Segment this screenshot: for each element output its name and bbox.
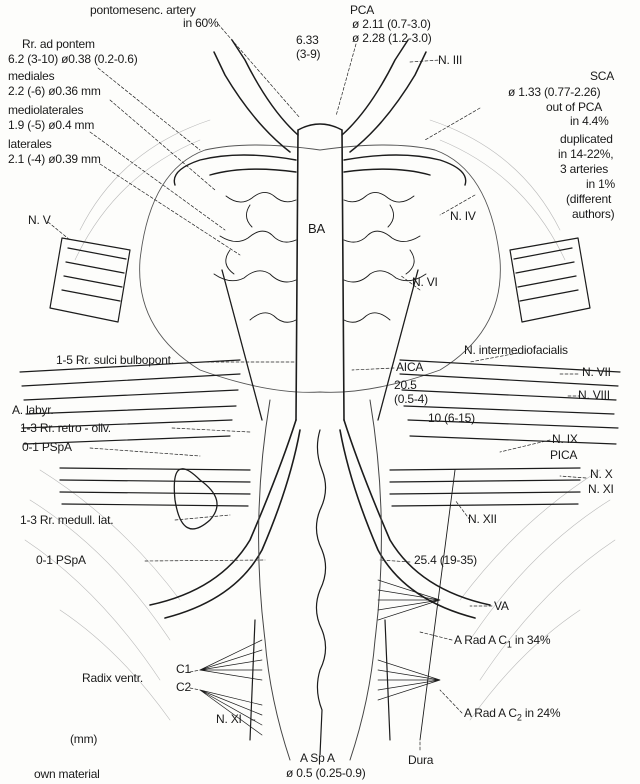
facial-vestibular-nerves-right	[399, 359, 621, 445]
label-a-rad-a-c1: A Rad A C1 in 34%	[454, 633, 551, 651]
vertebral-artery-right	[339, 419, 491, 619]
label-a-rad-a-c2: A Rad A C2 in 24%	[464, 706, 561, 724]
label-radix-ventr: Radix ventr.	[82, 671, 143, 685]
lower-cranial-nerves-left	[59, 467, 251, 507]
label-a-labyr: A. labyr.	[12, 403, 54, 417]
label-pca: PCA	[350, 3, 375, 17]
label-three-arteries-pct: in 1%	[586, 177, 616, 191]
accessory-nerve-left	[249, 619, 256, 741]
anterior-spinal-artery	[315, 429, 327, 756]
pica-loop	[173, 468, 218, 530]
label-rr-ad-pontem-values: 6.2 (3-10) ø0.38 (0.2-0.6)	[8, 52, 138, 66]
label-authors: authors)	[572, 207, 615, 221]
label-rr-sulci-bulbopont: 1-5 Rr. sulci bulbopont.	[56, 353, 174, 367]
label-pontomesencephalic-pct: in 60%	[183, 16, 219, 30]
label-aica-length: 20.5	[394, 378, 417, 392]
label-different: (different	[566, 192, 612, 206]
label-a-rad-a-c1-pct: in 34%	[511, 633, 551, 647]
sca-right	[343, 154, 467, 186]
label-pspa-upper: 0-1 PSpA	[22, 440, 72, 454]
pca-left	[213, 39, 299, 153]
label-pspa-lower: 0-1 PSpA	[36, 553, 86, 567]
abducens-nerve-right	[377, 269, 419, 421]
label-a-rad-a-c2-text: A Rad A C	[464, 706, 517, 720]
label-segment-length: 6.33	[296, 33, 319, 47]
label-n-xi-left: N. XI	[216, 712, 242, 726]
label-a-rad-a-c1-subscript: 1	[506, 639, 512, 650]
label-mediolaterales-values: 1.9 (-5) ø0.4 mm	[8, 118, 95, 132]
label-own-material: own material	[34, 767, 100, 781]
label-a-rad-a-c2-subscript: 2	[516, 712, 522, 723]
trigeminal-nerve-right	[509, 237, 591, 323]
label-a-sp-a: A Sp A	[300, 751, 335, 765]
label-mediales: mediales	[8, 69, 55, 83]
label-n-iv: N. IV	[450, 209, 476, 223]
label-n-ix: N. IX	[552, 432, 578, 446]
label-duplicated-pct: in 14-22%,	[558, 147, 614, 161]
label-a-rad-a-c2-pct: in 24%	[521, 706, 561, 720]
label-n-intermediofacialis: N. intermediofacialis	[464, 343, 568, 357]
label-basilar-artery: BA	[308, 221, 325, 236]
label-rr-medull-lat: 1-3 Rr. medull. lat.	[20, 513, 114, 527]
label-mediales-values: 2.2 (-6) ø0.36 mm	[8, 84, 101, 98]
dura-line	[419, 469, 456, 741]
label-aica: AICA	[396, 360, 424, 374]
trigeminal-nerve-left	[49, 237, 131, 323]
label-three-arteries: 3 arteries	[560, 162, 609, 176]
label-n-xii: N. XII	[468, 512, 497, 526]
label-n-v: N. V	[28, 213, 51, 227]
ventral-roots-left	[199, 639, 263, 736]
label-rr-retro-oliv: 1-3 Rr. retro - oliv.	[20, 421, 111, 435]
label-pca-diameter-1: ø 2.11 (0.7-3.0)	[352, 17, 431, 31]
label-n-viii: N. VIII	[578, 388, 610, 402]
label-sca: SCA	[590, 69, 615, 83]
label-c2: C2	[176, 680, 191, 694]
label-sca-diameter: ø 1.33 (0.77-2.26)	[508, 85, 601, 99]
basilar-artery	[295, 129, 345, 421]
ventral-roots-right	[377, 579, 441, 701]
label-pontomesencephalic-artery: pontomesenc. artery	[90, 3, 196, 17]
label-dura: Dura	[408, 753, 434, 767]
vertebral-artery-left	[149, 419, 301, 619]
pontine-branches	[213, 192, 427, 323]
label-n-vii: N. VII	[582, 365, 611, 379]
label-units-mm: (mm)	[70, 732, 98, 746]
label-mediolaterales: mediolaterales	[8, 103, 84, 117]
label-pica-length: 10 (6-15)	[428, 411, 475, 425]
sca-left	[173, 154, 297, 186]
lower-cranial-nerves-right	[389, 467, 581, 507]
label-sca-origin: out of PCA	[546, 100, 603, 114]
label-sca-origin-pct: in 4.4%	[570, 114, 609, 128]
label-a-sp-a-diameter: ø 0.5 (0.25-0.9)	[286, 766, 366, 780]
label-va-length: 25.4 (19-35)	[414, 553, 477, 567]
leader-lines	[47, 23, 587, 753]
pons-outline	[139, 144, 501, 393]
label-pica: PICA	[550, 448, 578, 462]
label-c1: C1	[176, 662, 191, 676]
medulla-outline	[258, 399, 382, 761]
label-a-rad-a-c1-text: A Rad A C	[454, 633, 507, 647]
background-hatching	[24, 119, 616, 721]
label-n-iii: N. III	[438, 53, 463, 67]
label-laterales-values: 2.1 (-4) ø0.39 mm	[8, 152, 101, 166]
abducens-nerve-left	[221, 269, 263, 421]
facial-vestibular-nerves-left	[19, 359, 241, 445]
label-pca-diameter-2: ø 2.28 (1.2-3.0)	[352, 31, 432, 45]
label-duplicated: duplicated	[560, 132, 613, 146]
label-va: VA	[494, 599, 509, 613]
label-rr-ad-pontem: Rr. ad pontem	[22, 37, 95, 51]
label-n-x: N. X	[590, 467, 613, 481]
label-n-xi-right: N. XI	[588, 482, 614, 496]
accessory-nerve-right	[384, 619, 391, 741]
label-n-vi: N. VI	[412, 275, 438, 289]
label-aica-length-range: (0.5-4)	[394, 392, 428, 406]
pca-right	[341, 39, 427, 153]
label-laterales: laterales	[8, 137, 52, 151]
label-segment-length-range: (3-9)	[296, 47, 321, 61]
